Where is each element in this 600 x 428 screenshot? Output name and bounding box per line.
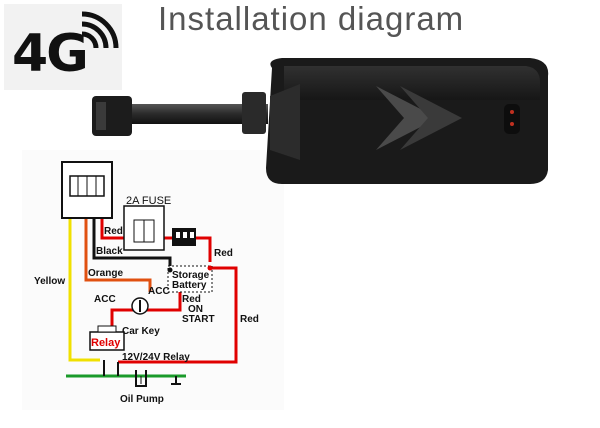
- gps-tracker-device: [92, 58, 549, 184]
- storage-battery: [167, 265, 213, 293]
- acc-key-label: ACC: [148, 286, 170, 297]
- wire-red-battery: [196, 236, 212, 262]
- signal-icon: [81, 11, 119, 49]
- led-red-icon: [510, 110, 514, 114]
- battery-label-2: Battery: [172, 280, 207, 291]
- wire-label-red-on: Red: [182, 294, 201, 305]
- logo-4g: 4G: [4, 4, 122, 90]
- fuse: [123, 205, 165, 251]
- wire-connector: [61, 161, 113, 219]
- fuse-label: 2A FUSE: [126, 195, 171, 207]
- wire-black: [92, 218, 172, 270]
- wire-label-red-far: Red: [240, 314, 259, 325]
- car-key-icon: [131, 297, 149, 315]
- chevron-logo-icon: [376, 86, 438, 150]
- oil-pump-label: Oil Pump: [120, 394, 164, 405]
- wiring: [66, 218, 238, 378]
- relay-label: Relay: [91, 337, 121, 349]
- wire-yellow: [68, 218, 100, 362]
- wire-label-red-right: Red: [214, 248, 233, 259]
- device-cable: [108, 104, 268, 124]
- led-window: [504, 104, 520, 134]
- oil-pump-icon: [135, 370, 181, 387]
- wire-label-black: Black: [96, 246, 123, 257]
- battery-label-1: Storage: [172, 270, 210, 281]
- battery-icon: [172, 228, 196, 246]
- acc-label: ACC: [94, 294, 116, 305]
- relay-box: [89, 325, 125, 351]
- car-key-label: Car Key: [122, 326, 160, 337]
- cable-strain-relief: [242, 92, 266, 134]
- logo-text: 4G: [12, 24, 89, 84]
- wire-red-far: [118, 266, 238, 364]
- wire-label-yellow: Yellow: [34, 276, 65, 287]
- wire-label-red-top: Red: [104, 226, 123, 237]
- page-title: Installation diagram: [158, 0, 465, 37]
- relay-type-label: 12V/24V Relay: [122, 352, 190, 363]
- wire-label-orange: Orange: [88, 268, 123, 279]
- on-label: ON: [188, 304, 203, 315]
- wire-orange: [84, 218, 152, 292]
- start-label: START: [182, 314, 215, 325]
